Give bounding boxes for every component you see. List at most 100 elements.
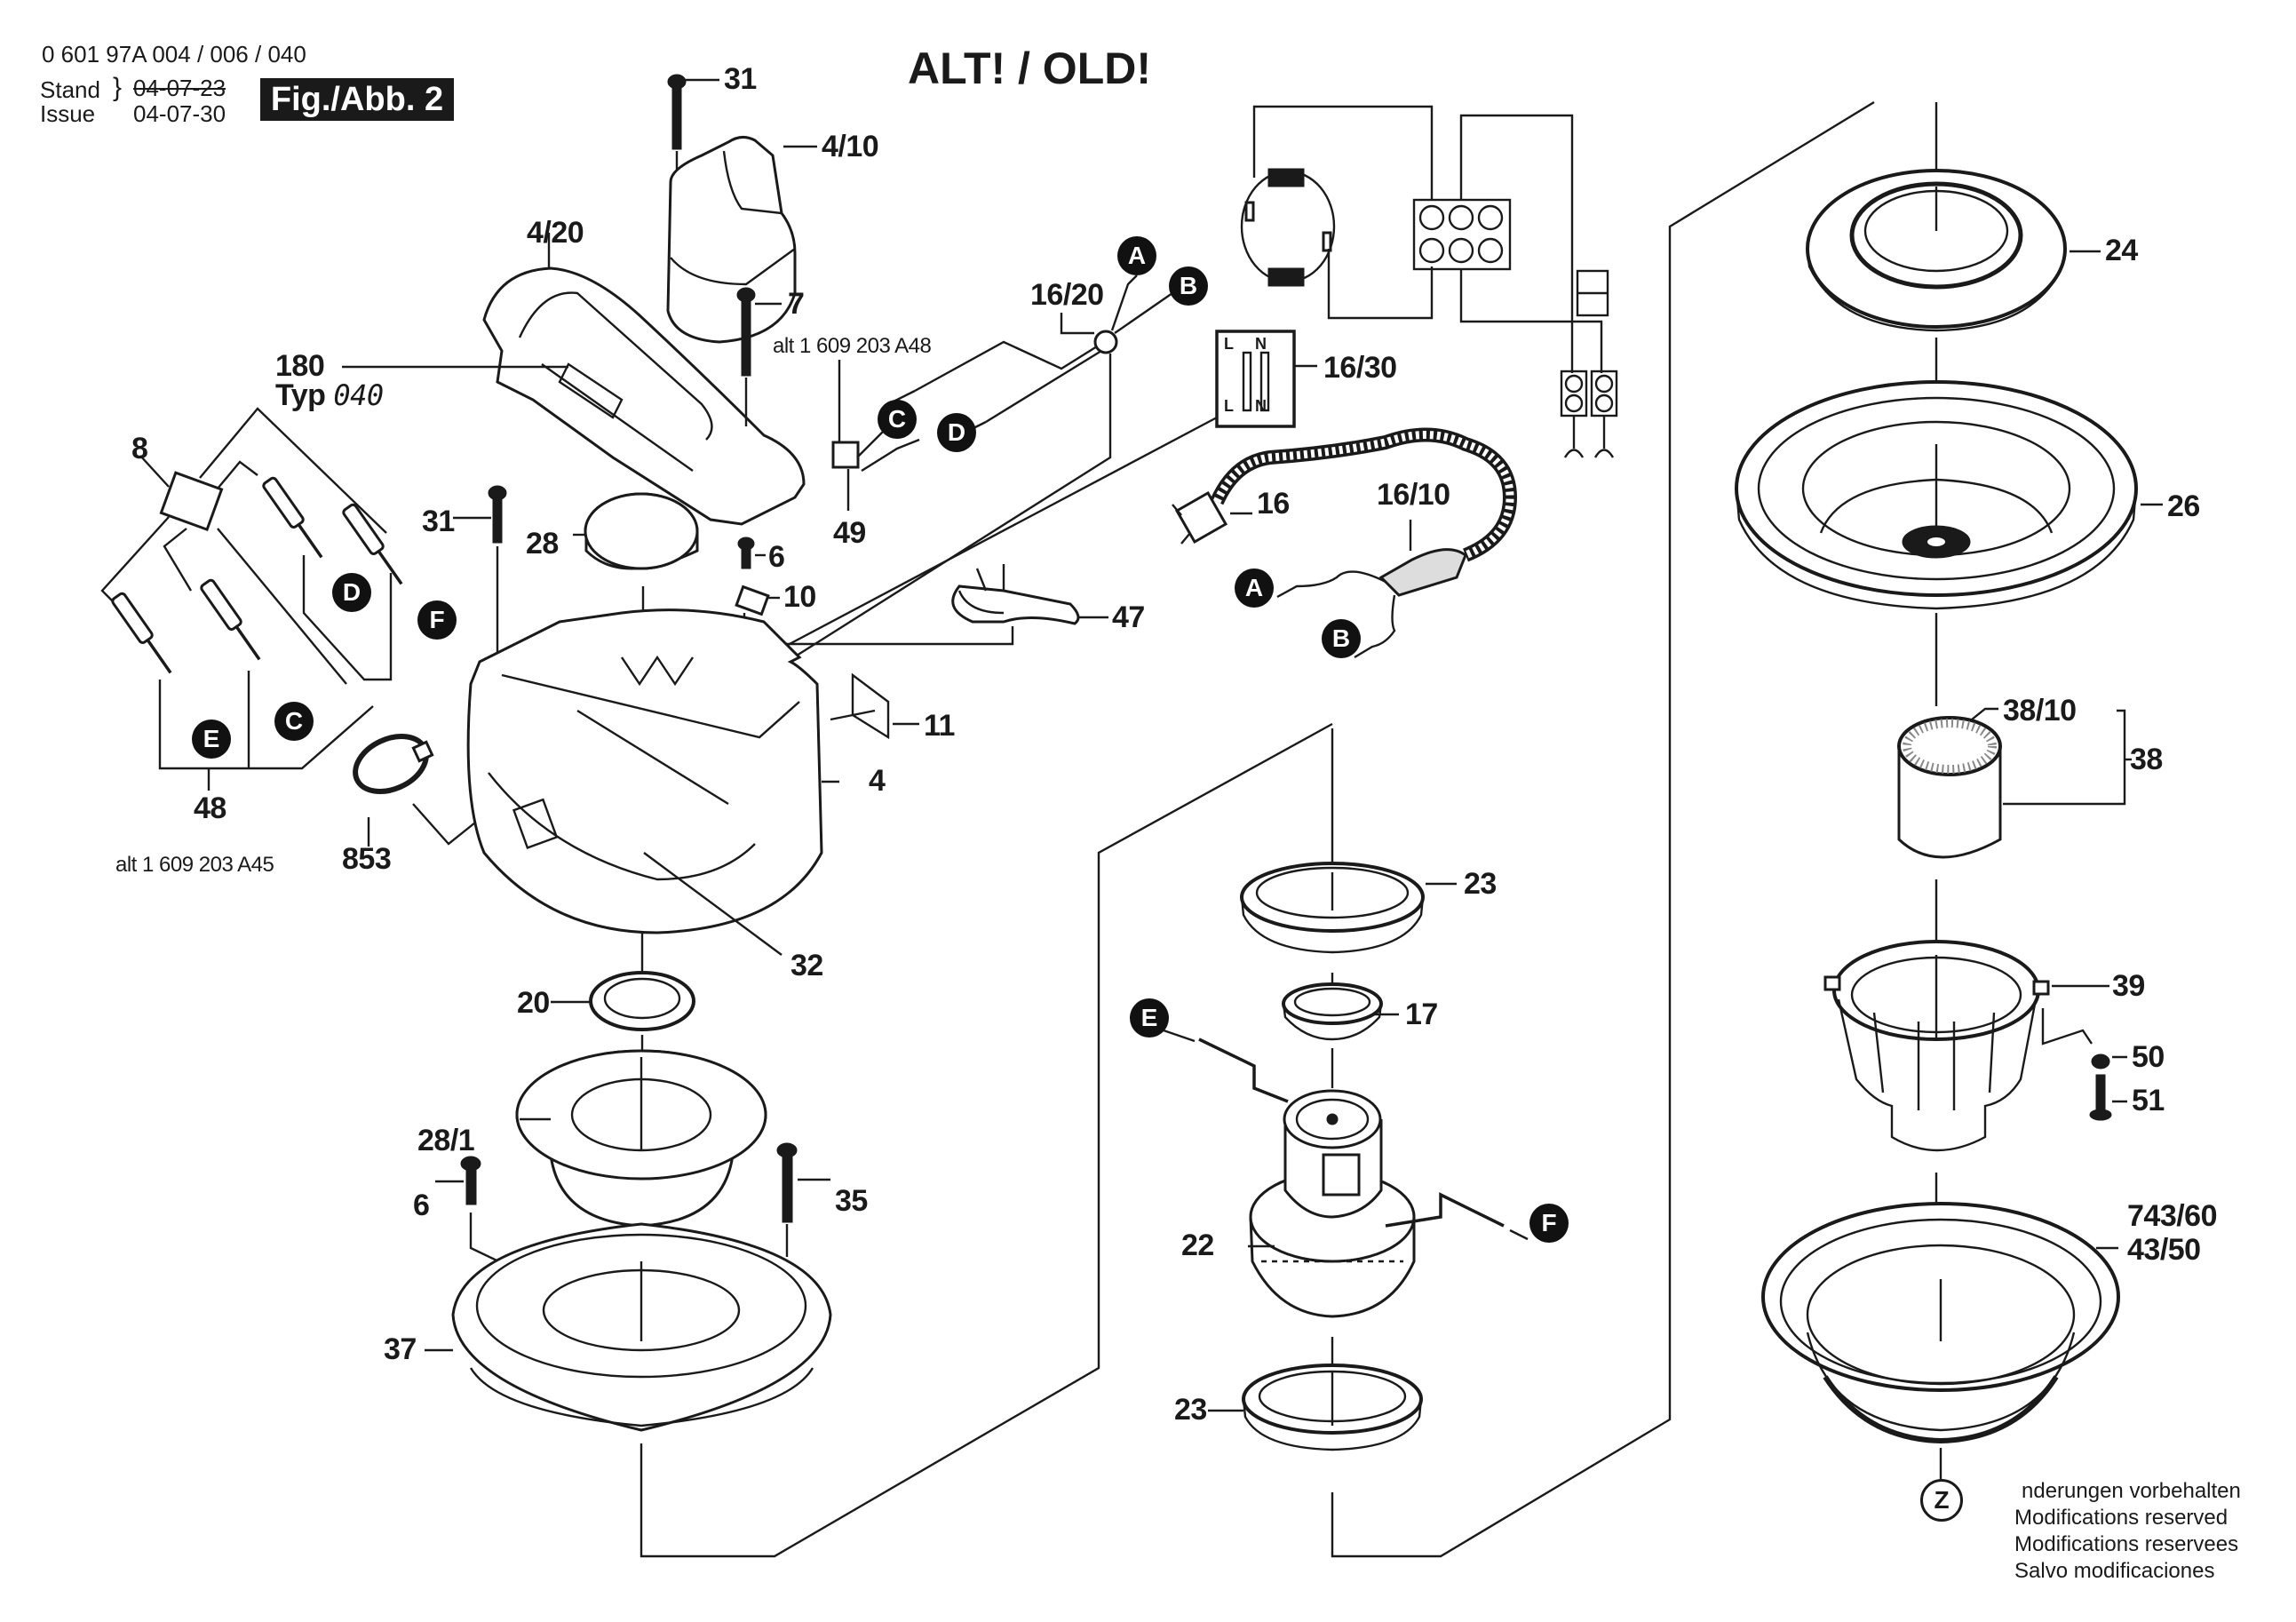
label-31-top: 31 (724, 62, 757, 96)
connector-badge-d-left: D (332, 573, 371, 612)
connector-16-20 (772, 274, 1173, 672)
note-es: Salvo modificaciones (2014, 1559, 2215, 1583)
holder-part-47 (764, 564, 1108, 646)
base-part-37 (425, 1222, 832, 1432)
label-26: 26 (2167, 489, 2200, 523)
label-180: 180 (275, 349, 325, 383)
label-23-top: 23 (1464, 867, 1497, 901)
housing-part-4 (466, 608, 919, 956)
assembly-link-left (640, 722, 1333, 1558)
seal-part-20 (551, 933, 695, 1061)
label-8: 8 (131, 432, 148, 465)
label-47: 47 (1112, 600, 1145, 634)
label-37: 37 (384, 1332, 417, 1366)
typ-value: 040 (333, 378, 384, 412)
label-38: 38 (2130, 743, 2163, 776)
label-4-10: 4/10 (822, 130, 879, 163)
connector-badge-a-cord: A (1235, 568, 1274, 608)
lead-to-E (1198, 1038, 1289, 1103)
filter-part-38 (1897, 707, 2132, 955)
label-48: 48 (194, 791, 226, 825)
label-51: 51 (2132, 1084, 2165, 1117)
label-16: 16 (1257, 487, 1290, 521)
cover-part-4-10 (666, 136, 817, 344)
connector-badge-f-left: F (417, 600, 457, 640)
motor-part-22 (1248, 1089, 1416, 1372)
label-22: 22 (1181, 1228, 1214, 1262)
label-23-bottom: 23 (1174, 1393, 1207, 1427)
label-4: 4 (869, 764, 886, 798)
label-6-top: 6 (768, 540, 785, 574)
label-6-bottom: 6 (413, 1189, 430, 1222)
label-49: 49 (833, 516, 866, 550)
label-11: 11 (924, 709, 955, 743)
wiring-schematic (1240, 105, 1618, 458)
figure-label: Fig./Abb. 2 (260, 78, 454, 121)
label-39: 39 (2112, 969, 2145, 1003)
label-50: 50 (2132, 1040, 2165, 1074)
stand-label: Stand (40, 76, 100, 103)
clip-part-49 (831, 425, 920, 511)
label-43-50: 43/50 (2127, 1233, 2201, 1267)
connector-badge-d: D (937, 413, 976, 452)
label-17: 17 (1405, 998, 1438, 1031)
seal-part-17 (1282, 973, 1399, 1088)
label-31-mid: 31 (422, 505, 455, 538)
connector-badge-c: C (878, 400, 917, 439)
switch-l-top: L (1224, 335, 1234, 353)
label-24: 24 (2105, 234, 2138, 267)
label-typ: Typ 040 (275, 380, 384, 410)
note-fr: Modifications reservees (2014, 1532, 2239, 1556)
ring-part-23-top (1240, 728, 1457, 954)
switch-n-bottom: N (1255, 397, 1267, 415)
ring-part-23-bottom (1208, 1364, 1423, 1451)
power-cord-part-16 (1172, 427, 1518, 659)
lead-to-F (1385, 1192, 1505, 1228)
connector-badge-b-cord: B (1322, 619, 1361, 658)
label-853: 853 (342, 842, 392, 876)
assembly-link-right (1331, 100, 1875, 1558)
connector-badge-a: A (1117, 236, 1156, 275)
label-10: 10 (783, 580, 816, 614)
label-28: 28 (526, 527, 559, 561)
screw-part-51 (2089, 1074, 2127, 1121)
cap-part-28 (573, 492, 699, 711)
label-alt-a48: alt 1 609 203 A48 (773, 334, 932, 358)
note-en: Modifications reserved (2014, 1506, 2228, 1530)
connector-badge-b: B (1169, 266, 1208, 306)
page-title: ALT! / OLD! (908, 44, 1151, 93)
stand-date-struck: 04-07-23 (133, 75, 226, 101)
filter-holder-part-26 (1735, 380, 2163, 706)
label-28-1: 28/1 (417, 1124, 475, 1157)
label-alt-a45: alt 1 609 203 A45 (115, 853, 274, 877)
connector-badge-f-motor: F (1529, 1204, 1569, 1243)
issue-date: 04-07-30 (133, 100, 226, 127)
connector-badge-c-left: C (274, 702, 314, 741)
screw-7 (736, 287, 782, 426)
screw-35 (776, 1142, 830, 1257)
funnel-part-43-50 (1761, 1202, 2120, 1479)
basket-part-39 (1823, 940, 2109, 1341)
typ-prefix: Typ (275, 378, 326, 412)
note-de: nderungen vorbehalten (2022, 1479, 2241, 1503)
switch-l-bottom: L (1224, 397, 1234, 415)
label-16-10: 16/10 (1377, 478, 1450, 512)
flange-part-28-1 (515, 1049, 767, 1228)
switch-part-16-30 (772, 330, 1317, 655)
label-743-60: 743/60 (2127, 1199, 2218, 1233)
label-20: 20 (517, 986, 550, 1020)
connector-badge-e-motor: E (1130, 998, 1169, 1038)
label-32: 32 (790, 949, 823, 982)
reference-z-icon: Z (1920, 1479, 1963, 1522)
label-16-30: 16/30 (1323, 351, 1397, 385)
nut-part-50 (2091, 1054, 2127, 1069)
filter-ring-part-24 (1806, 102, 2101, 480)
label-38-10: 38/10 (2003, 694, 2077, 728)
label-4-20: 4/20 (527, 216, 584, 250)
handle-part-4-20 (482, 233, 806, 526)
label-16-20: 16/20 (1030, 278, 1104, 312)
model-numbers: 0 601 97A 004 / 006 / 040 (42, 41, 306, 68)
label-7: 7 (788, 287, 805, 321)
connector-badge-e-left: E (192, 720, 231, 759)
